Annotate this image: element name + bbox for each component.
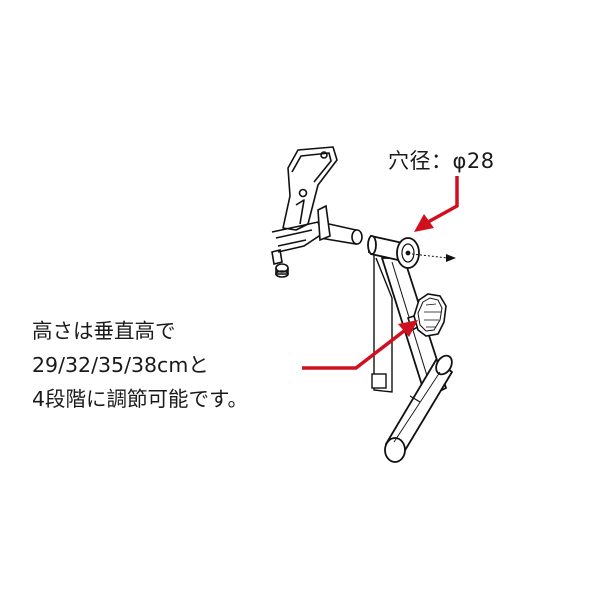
hole-diameter-label: 穴径：φ28: [388, 149, 495, 173]
top-collar: [367, 234, 420, 269]
description-line-2: 29/32/35/38cmと: [32, 353, 209, 377]
hole-callout-arrow: [414, 176, 459, 232]
mount-plate: [368, 251, 393, 393]
foot-bar: [384, 354, 453, 463]
bracket-plate: [282, 146, 338, 231]
description-line-1: 高さは垂直高で: [32, 319, 176, 343]
description-line-3: 4段階に調節可能です。: [32, 387, 248, 411]
adjust-knob: [406, 293, 447, 337]
height-callout-arrow: [302, 320, 418, 370]
footpeg-shaft: [317, 204, 363, 245]
axis-arrow: [411, 253, 456, 262]
